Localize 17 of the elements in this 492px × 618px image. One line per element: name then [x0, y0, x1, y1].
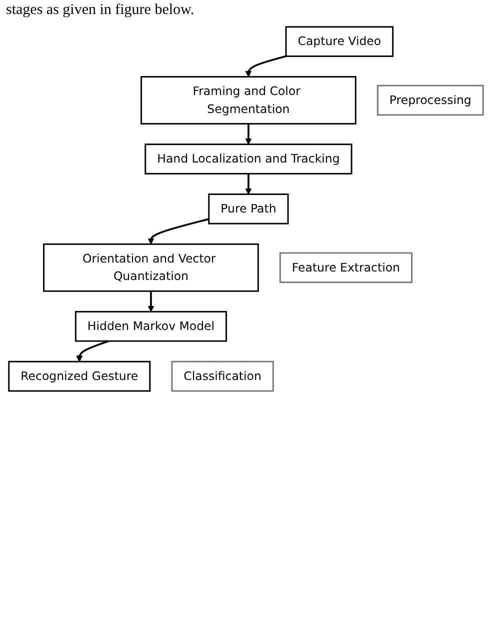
node-box: Feature Extraction	[279, 252, 412, 284]
text-line: stages as given in figure below.	[5, 1, 196, 20]
arrow	[245, 124, 252, 145]
node-box: Capture Video	[285, 26, 394, 57]
node-box: Pure Path	[208, 194, 289, 224]
arrow	[245, 55, 286, 78]
arrow	[76, 340, 110, 362]
node-box: Hand Localization and Tracking	[144, 144, 352, 174]
node-box: Preprocessing	[376, 84, 484, 116]
arrow	[148, 291, 154, 312]
node-box: Orientation and Vector Quantization	[43, 243, 259, 292]
arrow	[245, 174, 252, 195]
node-box: Classification	[171, 360, 274, 392]
node-box: Hidden Markov Model	[74, 310, 227, 342]
arrow	[148, 218, 210, 244]
node-box: Recognized Gesture	[8, 360, 151, 392]
node-box: Framing and Color Segmentation	[140, 76, 356, 124]
